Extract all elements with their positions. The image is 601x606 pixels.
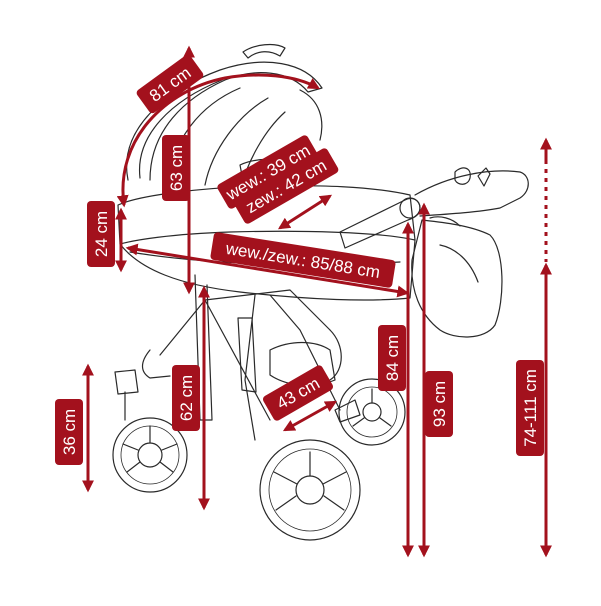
label-85-88cm: wew./zew.: 85/88 cm: [210, 232, 396, 288]
label-81cm: 81 cm: [136, 54, 204, 114]
label-74-111cm-text: 74-111 cm: [521, 369, 540, 447]
arc-81cm-line: [116, 73, 321, 208]
label-36cm: 36 cm: [55, 399, 83, 465]
label-93cm-text: 93 cm: [430, 381, 449, 427]
label-43cm: 43 cm: [263, 365, 333, 421]
dimension-lines: [82, 45, 552, 558]
label-63cm: 63 cm: [162, 135, 190, 201]
label-93cm: 93 cm: [425, 371, 453, 437]
label-62cm: 62 cm: [172, 365, 200, 431]
label-74-111cm: 74-111 cm: [516, 360, 544, 456]
label-84cm: 84 cm: [378, 325, 406, 391]
label-63cm-text: 63 cm: [167, 145, 186, 191]
stroller-illustration: [112, 43, 529, 541]
width-42cm-line: [277, 194, 333, 230]
label-36cm-text: 36 cm: [60, 409, 79, 455]
label-62cm-text: 62 cm: [177, 375, 196, 421]
label-84cm-text: 84 cm: [383, 335, 402, 381]
chassis-43cm-line: [282, 400, 338, 432]
label-24cm-text: 24 cm: [92, 211, 111, 257]
label-24cm: 24 cm: [87, 201, 115, 267]
length-85-88cm-line: [125, 243, 410, 298]
